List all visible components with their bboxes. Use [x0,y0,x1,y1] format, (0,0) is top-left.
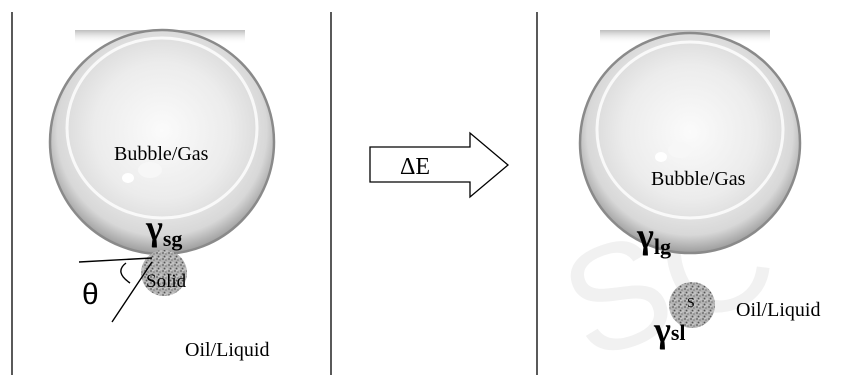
right-bubble-highlight [655,152,667,162]
left-solid-particle [141,250,187,296]
left-panel: Bubble/Gas Solid γsg θ Oil/Liquid [48,28,276,361]
left-gamma-sg: γsg [145,208,182,251]
left-tangent-line [78,257,153,263]
arrow-shape [369,131,510,199]
arrow-label: ΔE [400,154,430,180]
right-bubble-inner-rim [595,40,785,220]
left-solid-label: Solid [146,271,187,292]
right-gamma-lg: γlg [636,216,671,259]
right-liquid-label: Oil/Liquid [736,299,820,321]
left-bubble-label: Bubble/Gas [114,143,209,165]
right-gamma-sl: γsl [653,310,686,350]
energy-arrow: ΔE [369,131,510,199]
left-bubble-inner-rim [65,36,259,220]
left-angle-arc [120,262,131,284]
left-bubble-highlight-2 [138,162,162,178]
right-bubble-label: Bubble/Gas [651,168,746,190]
right-bubble-highlight-2 [668,142,692,158]
right-solid-particle [669,282,715,328]
left-bubble-highlight [122,173,134,183]
right-panel: Bubble/Gas γlg S γsl Oil/Liquid [578,30,820,350]
right-solid-label: S [687,296,695,311]
left-theta-symbol: θ [82,278,99,311]
left-contact-line [111,261,153,323]
right-bubble [578,31,802,255]
left-liquid-label: Oil/Liquid [185,339,269,361]
